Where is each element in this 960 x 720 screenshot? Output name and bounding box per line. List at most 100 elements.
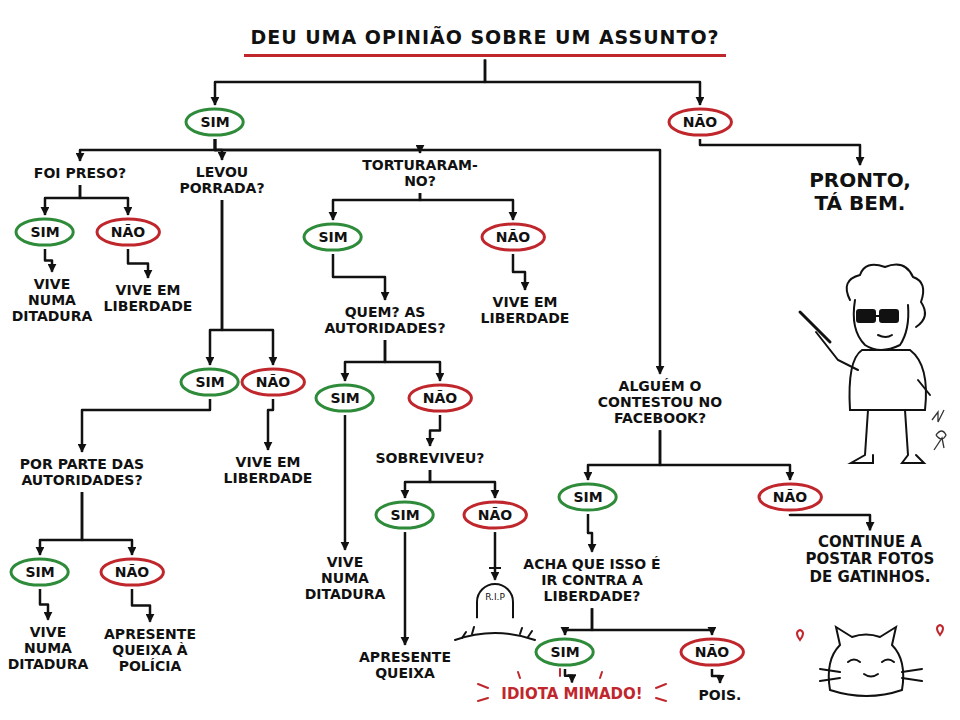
node-text: SIM xyxy=(195,374,224,390)
step-text: SOBREVIVEU? xyxy=(373,448,488,468)
flow-arrow xyxy=(405,470,430,498)
node-text: NÃO xyxy=(111,224,145,240)
grave-ground xyxy=(455,627,535,640)
node-text: SIM xyxy=(25,564,54,580)
node-text: NÃO xyxy=(683,114,717,130)
flow-arrow xyxy=(385,340,440,381)
step-text: APRESENTE QUEIXA À POLÍCIA xyxy=(96,624,204,676)
verdict-text: IDIOTA MIMADO! xyxy=(498,684,645,705)
shape-outline xyxy=(482,224,544,250)
node-text: NÃO xyxy=(695,644,729,660)
node-text: VIVE EM LIBERDADE xyxy=(478,294,572,326)
no-oval: NÃO xyxy=(99,557,165,587)
flow-arrow xyxy=(565,608,592,635)
node-text: SIM xyxy=(573,489,602,505)
shape-outline xyxy=(11,559,68,585)
node-text: IDIOTA MIMADO! xyxy=(501,686,642,703)
node-text: NÃO xyxy=(256,374,290,390)
node-text: ALGUÉM O CONTESTOU NO FACEBOOK? xyxy=(593,378,727,426)
flow-arrow xyxy=(82,399,210,452)
no-oval: NÃO xyxy=(480,222,546,252)
no-oval: NÃO xyxy=(240,367,306,397)
node-text: FOI PRESO? xyxy=(23,165,137,181)
flow-arrow xyxy=(45,185,80,215)
node-text: NÃO xyxy=(773,489,807,505)
flow-arrow xyxy=(222,200,273,365)
yes-oval: SIM xyxy=(557,482,618,512)
step-text: POIS. xyxy=(696,685,745,705)
teacher-figure xyxy=(800,265,930,463)
node-text: VIVE NUMA DITADURA xyxy=(7,624,89,672)
shape-outline xyxy=(376,502,433,528)
yes-oval: SIM xyxy=(184,107,245,137)
step-text: APRESENTE QUEIXA xyxy=(350,647,460,683)
node-text: SIM xyxy=(550,644,579,660)
node-text: PRONTO, TÁ BEM. xyxy=(808,169,912,215)
step-text: ALGUÉM O CONTESTOU NO FACEBOOK? xyxy=(590,376,730,428)
flow-arrow xyxy=(660,430,790,480)
node-text: NÃO xyxy=(115,564,149,580)
node-text: POR PARTE DAS AUTORIDADES? xyxy=(15,456,149,488)
flow-arrow xyxy=(588,514,592,552)
node-text: VIVE NUMA DITADURA xyxy=(304,554,386,602)
yes-oval: SIM xyxy=(374,500,435,530)
node-text: POIS. xyxy=(699,687,742,703)
no-oval: NÃO xyxy=(667,107,733,137)
shape-outline xyxy=(181,369,238,395)
shape-outline xyxy=(681,639,743,665)
node-text: NÃO xyxy=(496,229,530,245)
flow-arrow xyxy=(333,254,385,300)
flow-arrow xyxy=(345,340,385,381)
flow-arrow xyxy=(215,59,485,105)
step-text: POR PARTE DAS AUTORIDADES? xyxy=(12,454,152,490)
flow-arrow xyxy=(40,589,48,620)
cat-doodle xyxy=(797,625,943,696)
flow-arrow xyxy=(513,254,525,290)
step-text: VIVE EM LIBERDADE xyxy=(99,280,197,316)
shape-outline xyxy=(316,385,373,411)
step-text: VIVE NUMA DITADURA xyxy=(8,274,96,326)
node-text: R.I.P xyxy=(481,592,509,602)
end-text: CONTINUE A POSTAR FOTOS DE GATINHOS. xyxy=(790,532,950,588)
shape-outline xyxy=(16,219,73,245)
flow-arrow xyxy=(80,139,215,161)
shape-outline xyxy=(669,109,731,135)
yes-oval: SIM xyxy=(9,557,70,587)
flow-arrow xyxy=(485,59,700,105)
no-oval: NÃO xyxy=(462,500,528,530)
node-text: VIVE EM LIBERDADE xyxy=(221,454,315,486)
step-text: VIVE NUMA DITADURA xyxy=(301,552,389,604)
shape-outline xyxy=(536,639,593,665)
no-oval: NÃO xyxy=(757,482,823,512)
flow-arrow xyxy=(404,532,407,645)
flow-arrow xyxy=(430,415,440,446)
step-text: VIVE NUMA DITADURA xyxy=(4,622,92,674)
flow-arrow xyxy=(128,249,148,278)
node-text: SIM xyxy=(318,229,347,245)
no-oval: NÃO xyxy=(95,217,161,247)
shape-outline xyxy=(759,484,821,510)
flow-arrow xyxy=(45,249,52,272)
step-text: FOI PRESO? xyxy=(20,163,140,183)
flow-arrow xyxy=(588,430,660,480)
shape-outline xyxy=(97,219,159,245)
no-oval: NÃO xyxy=(407,383,473,413)
node-text: TORTURARAM-NO? xyxy=(348,157,492,189)
shape-outline xyxy=(242,369,304,395)
shape-outline xyxy=(409,385,471,411)
shape-outline xyxy=(464,502,526,528)
node-text: LEVOU PORRADA? xyxy=(175,164,269,196)
node-text: SOBREVIVEU? xyxy=(376,450,485,466)
signature-scrawl xyxy=(932,410,946,450)
flow-arrow xyxy=(132,589,150,622)
step-text: ACHA QUE ISSO É IR CONTRA A LIBERDADE? xyxy=(520,554,665,606)
end-text: PRONTO, TÁ BEM. xyxy=(805,167,915,217)
cross-symbol xyxy=(489,562,501,578)
node-text: VIVE EM LIBERDADE xyxy=(102,282,194,314)
flow-arrow xyxy=(790,514,870,530)
flow-arrow xyxy=(333,193,420,220)
flow-arrow xyxy=(210,200,222,365)
yes-oval: SIM xyxy=(179,367,240,397)
shape-outline xyxy=(186,109,243,135)
flow-arrow xyxy=(420,193,513,220)
